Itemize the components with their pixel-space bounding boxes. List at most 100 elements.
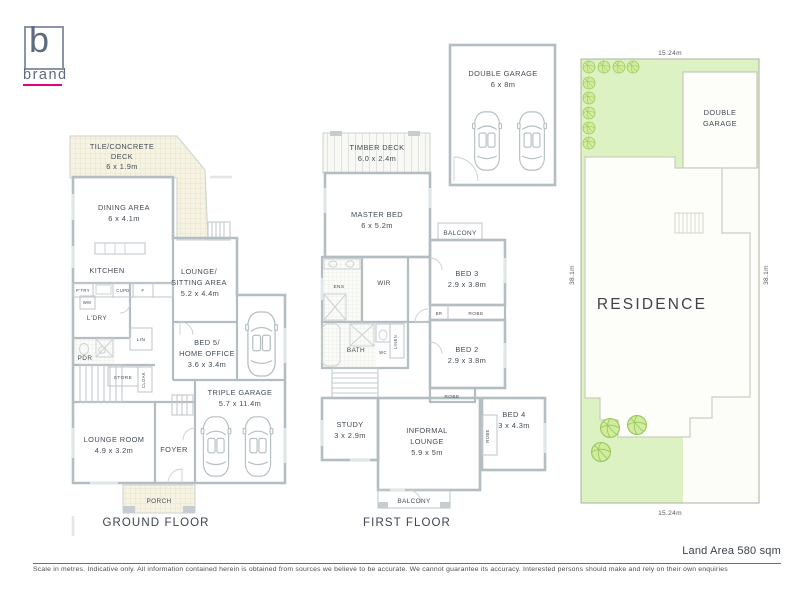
master-bed-dim: 6 x 5.2m <box>361 221 393 230</box>
bed4-label: BED 4 <box>502 410 525 419</box>
bed2-dim: 2.9 x 3.8m <box>448 356 487 365</box>
master-bed-label: MASTER BED <box>351 210 403 219</box>
double-garage-dim: 6 x 8m <box>491 80 516 89</box>
residence-label: RESIDENCE <box>597 296 707 313</box>
dim-bottom: 15.24m <box>658 510 682 517</box>
first-floor-plan: TIMBER DECK 6.0 x 2.4m MASTER BED 6 x 5.… <box>320 131 547 529</box>
ens-label: ENS <box>333 284 344 290</box>
cloak-label: CLOAK <box>141 372 146 388</box>
tree-icon <box>582 136 596 150</box>
site-double-garage <box>682 71 758 169</box>
linen-label: LIN <box>137 337 146 343</box>
timber-deck-area <box>322 132 431 174</box>
bath-tiles <box>322 322 376 368</box>
bed5-label: HOME OFFICE <box>179 349 235 358</box>
tree-icon <box>626 414 648 436</box>
lounge-sitting-label: LOUNGE/ <box>181 267 218 276</box>
pantry-label: P'TRY <box>76 288 90 293</box>
lounge-sitting-label: SITTING AREA <box>171 278 227 287</box>
kitchen-label: KITCHEN <box>89 266 124 275</box>
porch-label: PORCH <box>146 498 171 505</box>
deck-label: DECK <box>111 152 133 161</box>
site-garage-label: GARAGE <box>703 119 737 128</box>
brand-logo-box <box>24 26 64 70</box>
timber-deck-label: TIMBER DECK <box>350 143 405 152</box>
garage-car <box>472 111 502 171</box>
lounge-sitting-dim: 5.2 x 4.4m <box>181 289 220 298</box>
lot-border <box>580 58 760 504</box>
laundry-label: L'DRY <box>87 315 107 322</box>
ground-floor-plan: TILE/CONCRETE DECK 6 x 1.9m DINING AREA … <box>69 135 287 536</box>
dining-dim: 6 x 4.1m <box>108 214 140 223</box>
site-residence <box>584 156 751 438</box>
wir-label: WIR <box>377 280 391 287</box>
bed4-room <box>480 396 547 472</box>
brand-logo-name: brand <box>23 67 68 83</box>
wm-label: WM <box>83 300 91 305</box>
lounge-room-label: LOUNGE ROOM <box>84 435 145 444</box>
br-label: BR <box>436 311 443 316</box>
brand-logo-letter: b <box>29 19 50 60</box>
tree-icon <box>582 106 596 120</box>
robe-bed4-label: ROBE <box>485 429 490 442</box>
informal-lounge-label: INFORMAL <box>406 426 447 435</box>
brand-logo-underline <box>23 84 62 86</box>
fridge-label: F <box>142 288 145 293</box>
bed5-dim: 3.6 x 3.4m <box>188 360 227 369</box>
tree-icon <box>612 60 626 74</box>
balcony-lower-label: BALCONY <box>397 498 431 505</box>
robe-bed3-label: ROBE <box>468 311 483 317</box>
tile-deck-area <box>69 135 209 241</box>
site-plan: 15.24m 15.24m 38.1m 38.1m RESIDENCE DOUB… <box>569 50 770 517</box>
bed5-label: BED 5/ <box>194 338 220 347</box>
dim-top: 15.24m <box>658 50 682 57</box>
cupd-label: CUPD <box>116 288 129 293</box>
tree-icon <box>582 121 596 135</box>
double-garage-label: DOUBLE GARAGE <box>468 69 537 78</box>
bed4-dim: 3 x 4.3m <box>498 421 530 430</box>
double-garage-plan: DOUBLE GARAGE 6 x 8m <box>448 43 557 187</box>
disclaimer-text: Scale in metres. Indicative only. All in… <box>33 566 728 573</box>
store-label: STORE <box>114 375 132 381</box>
deck-stairs <box>207 221 231 241</box>
tree-icon <box>582 76 596 90</box>
study-dim: 3 x 2.9m <box>334 431 366 440</box>
tree-icon <box>590 441 612 463</box>
triple-garage-label: TRIPLE GARAGE <box>208 388 273 397</box>
tree-icon <box>597 60 611 74</box>
site-stairs <box>674 212 704 234</box>
powder-label: PDR <box>78 355 93 362</box>
double-garage-walls <box>448 43 557 187</box>
tree-icon <box>582 91 596 105</box>
balcony-lower-area <box>377 489 451 509</box>
bed3-label: BED 3 <box>455 269 478 278</box>
garage-car <box>200 416 232 477</box>
foyer-label: FOYER <box>160 445 187 454</box>
triple-garage-dim: 5.7 x 11.4m <box>219 399 261 408</box>
first-floor-title: FIRST FLOOR <box>363 517 451 529</box>
garage-car <box>245 311 278 377</box>
garage-car <box>517 111 547 171</box>
balcony-upper-label: BALCONY <box>443 230 477 237</box>
linen-label: LINEN <box>393 335 398 349</box>
deck-label: TILE/CONCRETE <box>90 142 154 151</box>
bed3-dim: 2.9 x 3.8m <box>448 280 487 289</box>
informal-lounge-dim: 5.9 x 5m <box>411 448 443 457</box>
tree-icon <box>599 417 621 439</box>
tree-icon <box>582 60 596 74</box>
lounge-room-dim: 4.9 x 3.2m <box>95 446 134 455</box>
timber-deck-dim: 6.0 x 2.4m <box>358 154 397 163</box>
study-label: STUDY <box>336 420 363 429</box>
deck-dim: 6 x 1.9m <box>106 162 138 171</box>
ground-floor-title: GROUND FLOOR <box>102 517 209 529</box>
robe-bed2-label: ROBE <box>444 394 459 400</box>
bed2-label: BED 2 <box>455 345 478 354</box>
footer-divider <box>33 563 781 564</box>
bath-label: BATH <box>347 347 365 354</box>
tree-icon <box>626 60 640 74</box>
wc-label: WC <box>379 350 387 355</box>
dim-right: 38.1m <box>763 265 770 285</box>
ens-tiles <box>322 257 362 322</box>
land-area-label: Land Area 580 sqm <box>682 545 781 557</box>
